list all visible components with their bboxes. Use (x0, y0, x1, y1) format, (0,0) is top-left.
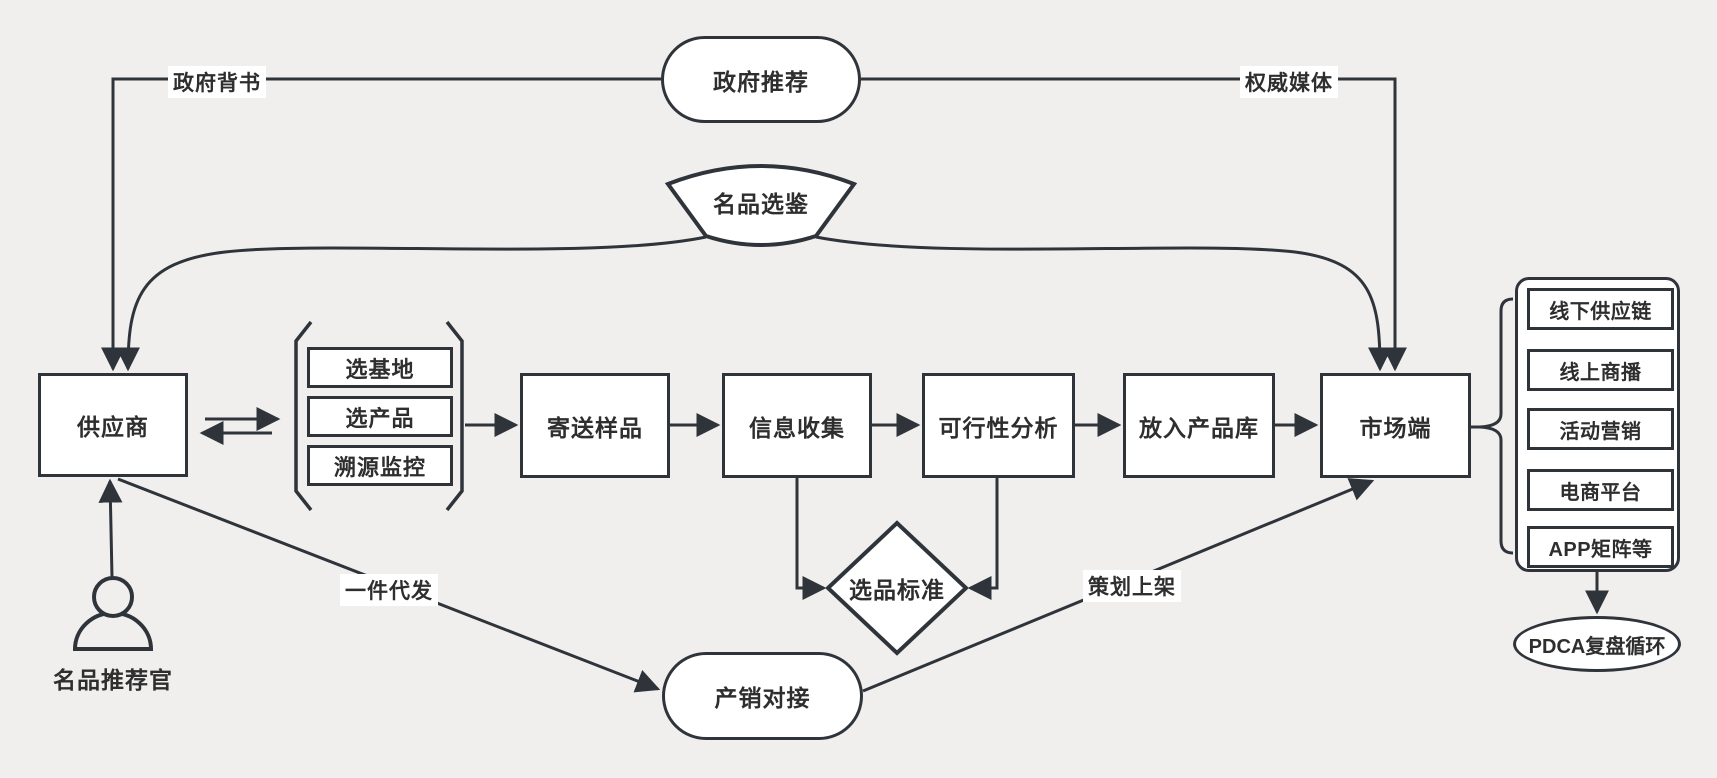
selection-standard-shape (825, 520, 969, 656)
label-plan-launch: 策划上架 (1083, 570, 1181, 602)
channel-app-matrix: APP矩阵等 (1527, 526, 1674, 568)
edge-selection-to-supplier-curve (116, 235, 707, 372)
node-famous-selection-label: 名品选鉴 (713, 191, 809, 217)
label-gov-endorse: 政府背书 (168, 66, 266, 98)
node-trace-monitor: 溯源监控 (307, 445, 453, 486)
node-gov-recommend: 政府推荐 (661, 36, 861, 123)
channel-offline-supply-chain: 线下供应链 (1527, 288, 1674, 330)
channels-brace (1479, 297, 1514, 555)
node-send-sample: 寄送样品 (520, 373, 670, 478)
node-supplier: 供应商 (38, 373, 188, 477)
famous-selection-shape (664, 164, 858, 247)
node-product-pool: 放入产品库 (1123, 373, 1275, 478)
channels-container: 线下供应链 线上商播 活动营销 电商平台 APP矩阵等 (1515, 277, 1680, 572)
channel-ecommerce-platform: 电商平台 (1527, 469, 1674, 511)
edge-recommender-to-supplier (98, 478, 123, 578)
node-pick-product: 选产品 (307, 396, 453, 437)
node-feasibility: 可行性分析 (922, 373, 1075, 478)
label-authority-media: 权威媒体 (1240, 66, 1338, 98)
node-production-sales: 产销对接 (662, 652, 863, 740)
recommender-caption: 名品推荐官 (53, 667, 173, 693)
left-bracket (294, 320, 313, 512)
node-market-side: 市场端 (1320, 373, 1471, 478)
edge-feasibility-to-standard (967, 478, 999, 600)
node-pick-base: 选基地 (307, 347, 453, 388)
label-dropship: 一件代发 (340, 574, 438, 606)
channel-online-broadcast: 线上商播 (1527, 349, 1674, 391)
channel-event-marketing: 活动营销 (1527, 408, 1674, 450)
person-icon (72, 576, 154, 651)
node-info-collect: 信息收集 (722, 373, 872, 478)
node-pdca: PDCA复盘循环 (1513, 616, 1681, 672)
right-bracket (445, 320, 464, 512)
node-selection-standard-label: 选品标准 (849, 577, 945, 603)
edge-info-collect-to-standard (795, 478, 827, 600)
edge-gov-endorse-to-supplier (101, 77, 661, 372)
edge-selection-to-market-curve (815, 235, 1392, 372)
edge-authority-media-to-market (861, 77, 1407, 372)
